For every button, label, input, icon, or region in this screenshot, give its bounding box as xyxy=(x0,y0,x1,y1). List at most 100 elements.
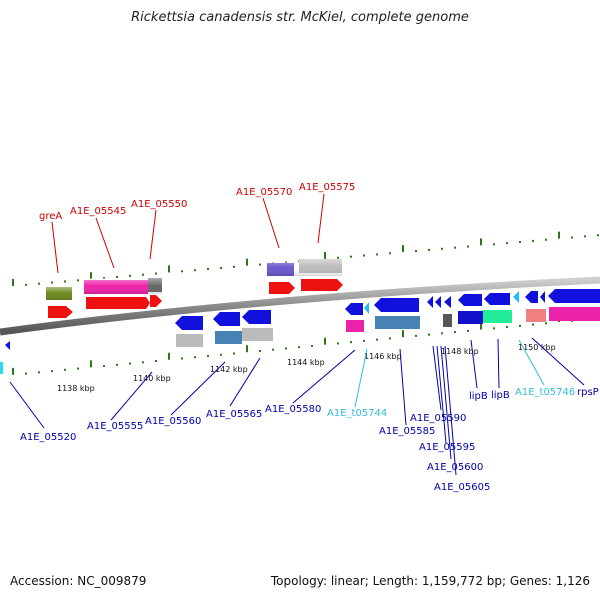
gene-arrow-red[interactable] xyxy=(150,295,162,307)
forward-tick-row xyxy=(12,231,599,286)
gene-arrow-blue[interactable] xyxy=(175,316,203,330)
gene-arrow-red[interactable] xyxy=(269,282,295,294)
tick-mark xyxy=(77,279,79,282)
tick-mark xyxy=(467,245,469,248)
gene-arrow-red[interactable] xyxy=(48,306,73,318)
accession-text: Accession: NC_009879 xyxy=(10,574,147,588)
ruler-label: 1148 kbp xyxy=(441,347,479,356)
gene-label-a1e-05580[interactable]: A1E_05580 xyxy=(265,404,321,415)
tick-mark xyxy=(142,361,144,364)
gene-block-salmon[interactable] xyxy=(526,309,546,322)
gene-label-a1e-05570[interactable]: A1E_05570 xyxy=(236,187,292,198)
gene-block-silver[interactable] xyxy=(176,334,203,347)
gene-arrow-blue[interactable] xyxy=(525,291,538,303)
gene-block-steelblue[interactable] xyxy=(375,316,420,329)
gene-label-a1e-05575[interactable]: A1E_05575 xyxy=(299,182,355,193)
tick-mark xyxy=(116,363,118,366)
gene-label-a1e-05600[interactable]: A1E_05600 xyxy=(427,462,483,473)
gene-label-a1e-05595[interactable]: A1E_05595 xyxy=(419,442,475,453)
forward-features xyxy=(46,259,343,318)
tick-mark xyxy=(324,337,326,345)
tick-mark xyxy=(220,353,222,356)
gene-arrow-blue[interactable] xyxy=(548,289,600,303)
tick-mark xyxy=(129,274,131,277)
tick-mark xyxy=(168,265,170,273)
tick-mark xyxy=(324,251,326,259)
gene-label-a1e-05520[interactable]: A1E_05520 xyxy=(20,432,76,443)
gene-arrow-blue[interactable] xyxy=(213,312,240,326)
tick-mark xyxy=(350,255,352,258)
gene-label-grea[interactable]: greA xyxy=(39,211,62,222)
gene-label-a1e-05555[interactable]: A1E_05555 xyxy=(87,421,143,432)
gene-block-pink[interactable] xyxy=(549,307,600,321)
gene-block-blue[interactable] xyxy=(458,311,483,324)
tick-mark xyxy=(12,367,14,375)
gene-label-a1e-05545[interactable]: A1E_05545 xyxy=(70,206,126,217)
tick-mark xyxy=(168,352,170,360)
gene-shine xyxy=(84,278,162,294)
gene-arrow-blue[interactable] xyxy=(484,293,510,305)
tick-mark xyxy=(415,250,417,253)
tick-mark xyxy=(25,283,27,286)
tick-mark xyxy=(285,347,287,350)
tick-mark xyxy=(428,333,430,336)
tick-mark xyxy=(90,360,92,368)
tick-mark xyxy=(51,281,53,284)
gene-arrow-blue[interactable] xyxy=(374,298,419,312)
tick-mark xyxy=(337,256,339,259)
gene-shine xyxy=(46,287,72,300)
gene-label-a1e-t05746[interactable]: A1E_t05746 xyxy=(515,387,575,398)
gene-arrow-blue[interactable] xyxy=(458,294,482,306)
tick-mark xyxy=(207,354,209,357)
tick-mark xyxy=(441,332,443,335)
gene-label-a1e-05560[interactable]: A1E_05560 xyxy=(145,416,201,427)
gene-arrow-blue[interactable] xyxy=(242,310,271,324)
gene-label-a1e-05550[interactable]: A1E_05550 xyxy=(131,199,187,210)
ruler-label: 1144 kbp xyxy=(287,358,325,367)
gene-arrow-red[interactable] xyxy=(301,279,343,291)
tick-mark xyxy=(38,371,40,374)
gene-arrow-blue[interactable] xyxy=(435,296,441,308)
tick-mark xyxy=(337,342,339,345)
gene-block-silver[interactable] xyxy=(242,328,273,341)
gene-label-a1e-05590[interactable]: A1E_05590 xyxy=(410,413,466,424)
gene-arrow-blue[interactable] xyxy=(444,296,451,308)
gene-block-steelblue[interactable] xyxy=(215,331,242,344)
gene-label-lipb[interactable]: lipB xyxy=(469,391,488,402)
gene-label-rpsp[interactable]: rpsP xyxy=(577,387,599,398)
tick-mark xyxy=(597,234,599,237)
gene-arrow-blue[interactable] xyxy=(345,303,363,315)
tick-mark xyxy=(350,341,352,344)
tick-mark xyxy=(493,243,495,246)
gene-arrow-blue[interactable] xyxy=(540,291,545,303)
gene-label-a1e-05585[interactable]: A1E_05585 xyxy=(379,426,435,437)
gene-label-a1e-05565[interactable]: A1E_05565 xyxy=(206,409,262,420)
gene-arrow-trna[interactable] xyxy=(513,291,519,303)
reverse-features xyxy=(0,289,600,374)
reverse-leaders xyxy=(9,337,585,476)
gene-arrow-trna[interactable] xyxy=(364,302,369,314)
gene-label-a1e-05605[interactable]: A1E_05605 xyxy=(434,482,490,493)
tick-mark xyxy=(142,273,144,276)
gene-block-pink[interactable] xyxy=(346,320,364,332)
gene-label-lipb[interactable]: lipB xyxy=(491,390,510,401)
tick-mark xyxy=(155,360,157,363)
gene-arrow-red[interactable] xyxy=(86,297,150,309)
tick-mark xyxy=(77,367,79,370)
tick-mark xyxy=(467,329,469,332)
tick-mark xyxy=(363,254,365,257)
tick-mark xyxy=(25,372,27,375)
tick-mark xyxy=(90,272,92,280)
tick-mark xyxy=(181,270,183,273)
gene-arrow-blue[interactable] xyxy=(5,341,10,350)
gene-block-cyan[interactable] xyxy=(0,362,3,374)
gene-block-darkgray[interactable] xyxy=(443,314,452,327)
reverse-labels: A1E_05520 A1E_05555 A1E_05560 A1E_05565 … xyxy=(20,387,599,493)
ruler: 1138 kbp 1140 kbp 1142 kbp 1144 kbp 1146… xyxy=(57,343,556,393)
ruler-label: 1150 kbp xyxy=(518,343,556,352)
gene-block-green[interactable] xyxy=(483,310,512,323)
tick-mark xyxy=(480,322,482,330)
gene-label-a1e-t05744[interactable]: A1E_t05744 xyxy=(327,408,387,419)
tick-mark xyxy=(246,258,248,266)
gene-arrow-blue[interactable] xyxy=(427,296,433,308)
